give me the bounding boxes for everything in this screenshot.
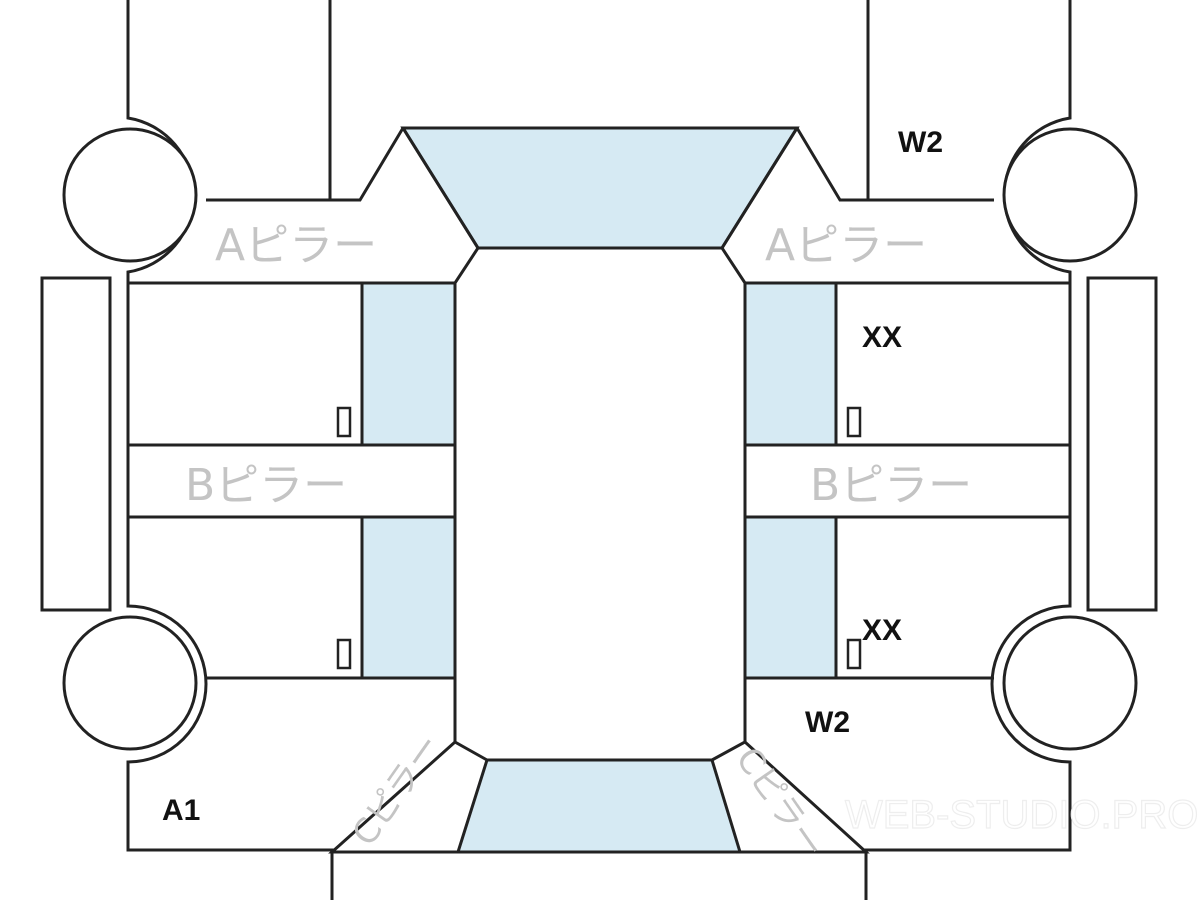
left-rear-window	[360, 515, 457, 680]
watermark: WEB-STUDIO.PRO	[845, 793, 1198, 837]
door-handle	[336, 638, 352, 670]
left-front-window	[360, 281, 457, 447]
wheel-rear-right	[1002, 615, 1138, 751]
door-handle	[846, 638, 862, 670]
right-front-window	[743, 281, 838, 447]
a1-label: A1	[162, 794, 200, 827]
xx-bottom-label: XX	[862, 614, 902, 647]
rear-window	[455, 758, 743, 854]
left-side-step	[40, 276, 112, 612]
right-side-step	[1086, 276, 1158, 612]
b-pillar-left-label: Bピラー	[185, 460, 347, 511]
c-pillar-left-label: Cピラー	[345, 727, 450, 853]
c-pillar-right-label: Cピラー	[728, 740, 833, 866]
wheel-front-right	[1002, 127, 1138, 263]
a-pillar-right-label: Aピラー	[765, 220, 927, 271]
door-handle	[336, 406, 352, 438]
a-pillar-left-label: Aピラー	[215, 220, 377, 271]
right-rear-window	[743, 515, 838, 680]
w2-bottom-label: W2	[805, 706, 850, 739]
wheel-rear-left	[62, 615, 198, 751]
w2-top-label: W2	[898, 126, 943, 159]
xx-top-label: XX	[862, 321, 902, 354]
door-handle	[846, 406, 862, 438]
wheel-front-left	[62, 127, 198, 263]
body-outline	[126, 0, 1072, 900]
windshield	[400, 126, 800, 250]
b-pillar-right-label: Bピラー	[810, 460, 972, 511]
